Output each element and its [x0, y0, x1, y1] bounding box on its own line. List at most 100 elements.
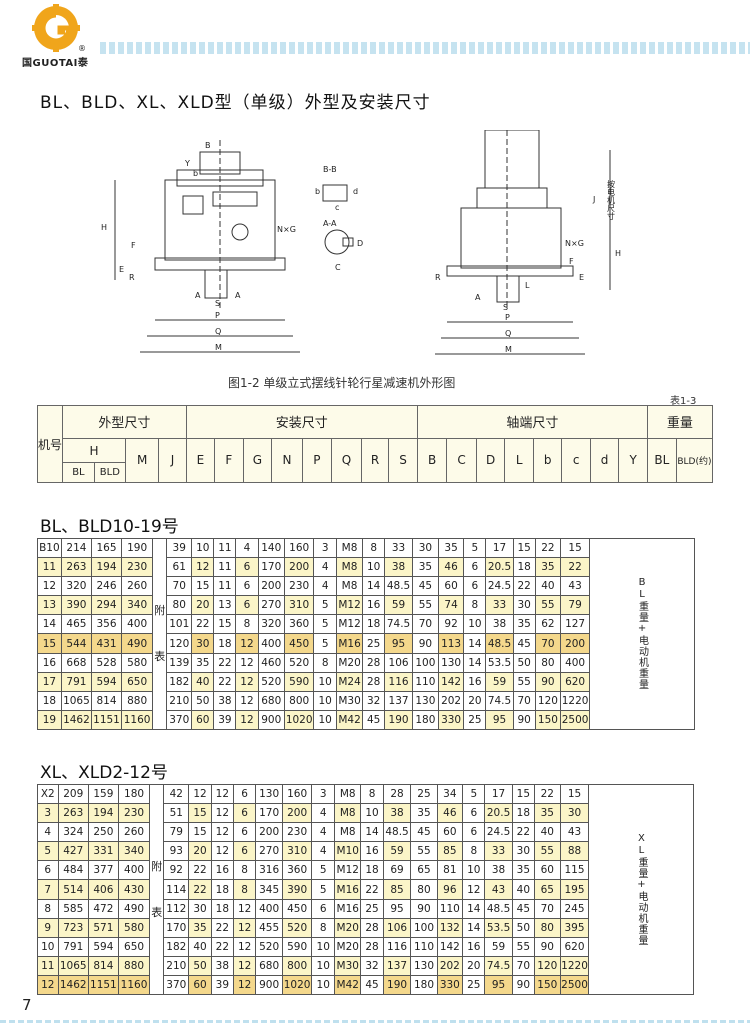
table-cell: 33 — [484, 841, 513, 862]
table-cell: 22 — [511, 822, 536, 843]
table-cell: 15 — [511, 783, 536, 805]
table-cell: 43 — [560, 576, 591, 597]
col-l: L — [504, 437, 534, 484]
col-b: B — [416, 437, 448, 484]
table-cell: 101 — [166, 614, 193, 635]
table-cell: 20 — [462, 955, 486, 976]
col-f: F — [214, 437, 244, 484]
table-cell: 100 — [411, 652, 439, 673]
table-cell: 580 — [117, 917, 151, 938]
label-b: B — [205, 141, 211, 150]
table-cell: 585 — [57, 898, 89, 919]
table-cell: 12 — [235, 671, 259, 692]
table-cell: 13 — [37, 595, 62, 616]
table-cell: 35 — [512, 614, 536, 635]
col-d-small: d — [589, 437, 620, 484]
table-cell: 80 — [166, 595, 193, 616]
table-cell: 24.5 — [485, 576, 514, 597]
table-cell: 180 — [411, 709, 439, 730]
table-cell: 85 — [382, 879, 412, 900]
table-cell: 10 — [313, 690, 337, 711]
table-cell: 260 — [120, 576, 154, 597]
reducer-drawing: B Y b H F E R A S A P Q M N×G B-B b d c … — [101, 130, 621, 355]
table-cell: 70 — [534, 633, 562, 654]
table-cell: 28 — [360, 936, 384, 957]
table-cell: 22 — [188, 879, 212, 900]
table-cell: 214 — [60, 537, 93, 559]
table-cell: 116 — [384, 671, 413, 692]
table-cell: 260 — [117, 822, 151, 843]
table-cell: 48.5 — [384, 576, 413, 597]
table-cell: 150 — [534, 974, 561, 996]
table-cell: 130 — [410, 955, 438, 976]
table-cell: 32 — [362, 690, 386, 711]
table-cell: M42 — [335, 709, 364, 730]
table-cell: 22 — [213, 652, 237, 673]
label-c: c — [335, 203, 339, 212]
table-cell: 202 — [436, 955, 464, 976]
table-cell: 30 — [191, 633, 215, 654]
table-cell: 35 — [411, 557, 439, 578]
table-cell: 12 — [235, 633, 259, 654]
table-cell: 194 — [87, 803, 119, 824]
table-cell: 680 — [255, 955, 283, 976]
table-cell: 520 — [284, 652, 315, 673]
table-cell: 55 — [511, 936, 536, 957]
table-cell: 1220 — [560, 690, 591, 711]
table-cell: 594 — [91, 671, 122, 692]
table-cell: 80 — [410, 879, 438, 900]
label-q: Q — [215, 327, 221, 336]
table-cell: 6 — [37, 860, 59, 881]
table-cell: 22 — [191, 614, 215, 635]
label-d-big: D — [357, 239, 363, 248]
table-cell: 12 — [210, 783, 234, 805]
table-cell: 30 — [411, 537, 439, 559]
table-cell: 25 — [463, 709, 487, 730]
table-cell: 1020 — [281, 974, 313, 996]
weight-note: XL重量+电动机重量 — [588, 783, 695, 996]
table-cell: 170 — [163, 917, 190, 938]
table-cell: 1065 — [57, 955, 89, 976]
table-cell: 90 — [512, 709, 536, 730]
table-cell: 900 — [257, 709, 286, 730]
label-f: F — [131, 241, 136, 250]
table-cell: 590 — [284, 671, 315, 692]
label-s: S — [215, 299, 220, 308]
table-cell: 110 — [410, 936, 438, 957]
table-cell: 50 — [511, 917, 536, 938]
table-cell: 14 — [462, 917, 486, 938]
table-cell: 18 — [512, 557, 536, 578]
table-cell: 127 — [560, 614, 591, 635]
table-cell: 22 — [534, 537, 562, 559]
table-cell: 16 — [210, 860, 234, 881]
table-cell: 194 — [91, 557, 122, 578]
table-cell: 1151 — [91, 709, 122, 730]
table-cell: 594 — [87, 936, 119, 957]
table-cell: 48.5 — [485, 633, 514, 654]
table-cell: 15 — [213, 614, 237, 635]
table-cell: 520 — [255, 936, 283, 957]
table-cell: 33 — [485, 595, 514, 616]
table-cell: 5 — [313, 633, 337, 654]
col-weight-bld: BLD(约) — [675, 437, 714, 484]
table-cell: 13 — [213, 595, 237, 616]
table-cell: 202 — [437, 690, 465, 711]
table-cell: 6 — [463, 557, 487, 578]
table-cell: 11 — [37, 955, 59, 976]
table-cell: M8 — [335, 576, 364, 597]
table-cell: 15 — [560, 537, 591, 559]
table-cell: 90 — [511, 974, 536, 996]
table-cell: 650 — [117, 936, 151, 957]
col-h-bld: BLD — [93, 462, 126, 483]
table-cell: 22 — [512, 576, 536, 597]
table-cell: 30 — [188, 898, 212, 919]
table-cell: 10 — [313, 671, 337, 692]
table-cell: 150 — [534, 709, 562, 730]
table-cell: 38 — [484, 860, 513, 881]
table-cell: 14 — [362, 576, 386, 597]
table-cell: 18 — [360, 860, 384, 881]
label-e: E — [119, 265, 124, 274]
